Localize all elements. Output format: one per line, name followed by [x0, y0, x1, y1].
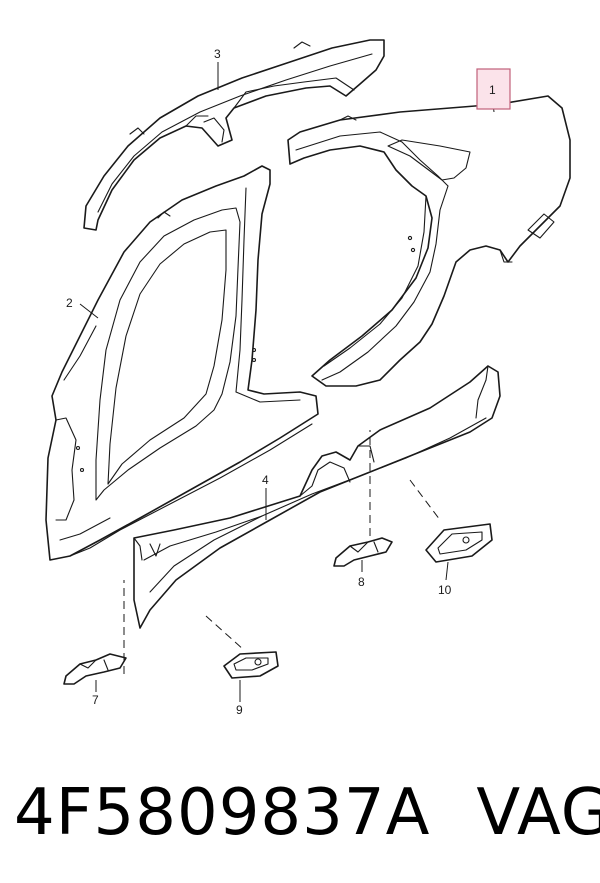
callout-1-highlight	[476, 68, 511, 110]
part-caption: 4F5809837A VAG	[14, 768, 600, 858]
part-4-sill-panel	[133, 365, 501, 629]
part-7-bracket	[63, 653, 127, 685]
part-number: 4F5809837A	[14, 776, 431, 850]
callout-1: 1	[489, 83, 496, 97]
callout-8: 8	[358, 575, 365, 589]
leader-lines	[79, 62, 495, 702]
callout-3: 3	[214, 47, 221, 61]
brand-label: VAG	[476, 776, 600, 850]
callout-4: 4	[262, 473, 269, 487]
callout-9: 9	[236, 703, 243, 717]
part-1-quarter-panel	[287, 95, 571, 387]
callout-2: 2	[66, 296, 73, 310]
part-9-pad	[223, 651, 279, 679]
part-2-side-frame	[45, 165, 319, 561]
callout-10: 10	[438, 583, 452, 597]
callout-7: 7	[92, 693, 99, 707]
callouts: 1 3 2 4 8 10 7 9	[66, 47, 511, 717]
part-8-bracket	[333, 537, 393, 567]
parts-exploded-diagram: 1 3 2 4 8 10 7 9	[45, 39, 571, 717]
part-10-pad	[425, 523, 493, 563]
part-3-roof-rail	[83, 39, 385, 231]
